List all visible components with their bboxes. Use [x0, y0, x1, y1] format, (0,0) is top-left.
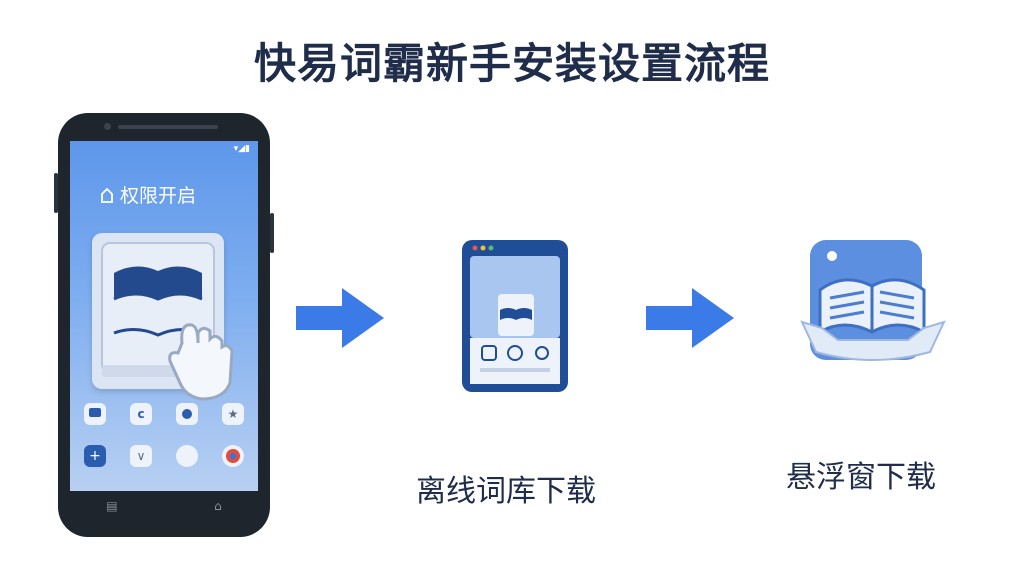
tablet-icon: [462, 240, 568, 392]
home-icon: [101, 187, 113, 203]
arrow-right-icon: [296, 288, 384, 348]
home-button-icon[interactable]: ⌂: [214, 499, 222, 513]
app-icon-c[interactable]: c: [130, 403, 152, 425]
app-icon-star[interactable]: ★: [222, 403, 244, 425]
floating-window-icon: [800, 240, 946, 361]
page-title: 快易词霸新手安装设置流程: [253, 39, 770, 88]
phone-nav-bar: ▤ ⌂: [58, 499, 270, 513]
phone-power-button: [270, 213, 274, 253]
phone-volume-button: [54, 173, 58, 213]
phone-speaker: [118, 125, 218, 129]
arrow-right-icon: [646, 288, 734, 348]
app-icon-v[interactable]: ∨: [130, 445, 152, 467]
app-row-2: + ∨: [84, 445, 258, 467]
phone-illustration: ▾◢▮ 权限开启 c ★ +: [54, 113, 274, 537]
permission-label: 权限开启: [120, 185, 197, 207]
phone-screen: ▾◢▮ 权限开启 c ★ +: [70, 141, 258, 491]
app-icon-circle[interactable]: [176, 445, 198, 467]
step-label-offline-dictionary: 离线词库下载: [416, 474, 596, 509]
app-icon-gear[interactable]: [176, 403, 198, 425]
phone-camera: [104, 123, 111, 130]
status-bar: ▾◢▮: [233, 144, 250, 154]
app-icon-chrome[interactable]: [222, 445, 244, 467]
app-row-1: c ★: [84, 403, 244, 425]
book-card: [92, 233, 234, 401]
hand-icon: [168, 323, 234, 401]
app-icon-plus[interactable]: +: [84, 445, 106, 467]
menu-icon[interactable]: ▤: [106, 499, 118, 513]
app-icon-chat[interactable]: [84, 403, 106, 425]
step-label-floating-window: 悬浮窗下载: [786, 460, 936, 495]
permission-header: 权限开启: [100, 181, 196, 208]
